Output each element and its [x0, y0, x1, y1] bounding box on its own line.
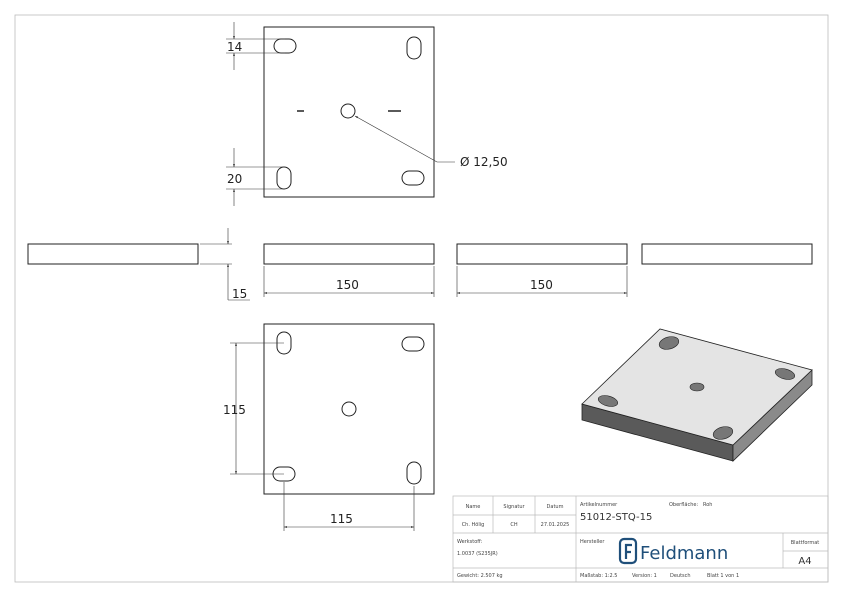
gewicht: Gewicht: 2.507 kg — [457, 573, 503, 579]
left-side-view — [27, 243, 199, 265]
feldmann-logo: Feldmann — [618, 537, 728, 565]
thickness-dimension: 15 — [232, 287, 247, 301]
side-views: 15 150 150 — [27, 228, 813, 301]
artikelnummer-value: 51012-STQ-15 — [580, 512, 652, 523]
slot-top-left — [273, 38, 297, 54]
plate-outline — [263, 26, 435, 198]
hole-diameter-label: Ø 12,50 — [460, 155, 508, 169]
front-view — [263, 243, 435, 265]
slot-top-right — [401, 336, 425, 352]
oberflaeche-value: Roh — [703, 502, 712, 508]
werkstoff-value: 1.0037 (S235JR) — [457, 551, 498, 557]
title-block: Name Signatur Datum Ch. Hölig CH 27.01.2… — [452, 495, 829, 583]
datum-label: Datum — [547, 504, 564, 510]
signatur-label: Signatur — [503, 504, 525, 510]
slot-bottom-right — [401, 170, 425, 186]
hersteller-label: Hersteller — [580, 539, 605, 545]
oberflaeche-label: Oberfläche: — [669, 502, 698, 508]
bottom-view: 115 115 — [223, 323, 435, 531]
hole-spacing-vertical-dimension: 115 — [223, 403, 246, 417]
top-view: Ø 12,50 14 20 — [226, 22, 508, 206]
slot-bottom-right — [406, 461, 422, 485]
logo-text: Feldmann — [640, 543, 728, 564]
plate-outline — [263, 323, 435, 495]
name-value: Ch. Hölig — [462, 522, 485, 528]
version: Version: 1 — [632, 573, 657, 579]
blattformat-label: Blattformat — [791, 540, 820, 546]
signatur-value: CH — [510, 522, 517, 528]
datum-value: 27.01.2025 — [541, 522, 570, 528]
rear-view — [641, 243, 813, 265]
slot-top-right — [406, 36, 422, 60]
width-dimension-side: 150 — [530, 278, 553, 292]
slot-length-dimension: 20 — [227, 172, 242, 186]
blattformat-value: A4 — [798, 556, 811, 567]
artikelnummer-label: Artikelnummer — [580, 502, 618, 508]
center-hole — [340, 103, 356, 119]
massstab: Maßstab: 1:2.5 — [580, 573, 617, 579]
slot-bottom-left — [276, 166, 292, 190]
slot-width-dimension: 14 — [227, 40, 242, 54]
right-side-view — [456, 243, 628, 265]
sprache: Deutsch — [670, 573, 691, 579]
name-label: Name — [466, 504, 481, 510]
center-hole — [341, 401, 357, 417]
hole-spacing-horizontal-dimension: 115 — [330, 512, 353, 526]
hole-leader — [354, 115, 438, 163]
isometric-view — [581, 328, 813, 462]
drawing-frame — [14, 14, 829, 583]
width-dimension-front: 150 — [336, 278, 359, 292]
werkstoff-label: Werkstoff: — [457, 539, 483, 545]
blatt: Blatt 1 von 1 — [707, 573, 739, 579]
